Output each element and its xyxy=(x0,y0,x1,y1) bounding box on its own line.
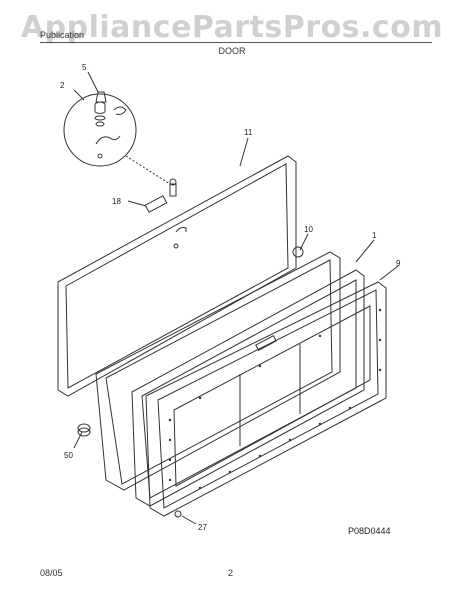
leader-2 xyxy=(73,89,85,101)
leader-9 xyxy=(379,265,399,281)
hinge-cap-part xyxy=(95,91,107,103)
washer-part xyxy=(94,115,106,121)
door-gasket xyxy=(131,269,365,507)
leader-50 xyxy=(73,431,83,449)
leader-11 xyxy=(239,137,249,167)
publication-label: Publication xyxy=(40,30,85,40)
leader-27 xyxy=(181,515,197,525)
footer-date: 08/05 xyxy=(40,568,63,578)
part-10 xyxy=(292,246,304,258)
leader-1 xyxy=(355,239,375,263)
callout-50: 50 xyxy=(64,451,73,460)
door-hinge xyxy=(144,178,187,249)
inner-door-frame xyxy=(145,281,387,517)
detail-circle xyxy=(63,91,171,185)
screw-part xyxy=(97,153,103,159)
clip-part xyxy=(113,106,127,115)
callout-11: 11 xyxy=(244,128,253,137)
page-number: 2 xyxy=(228,568,234,578)
section-title: DOOR xyxy=(218,46,246,56)
callout-18: 18 xyxy=(112,197,121,206)
frame-rivets xyxy=(168,308,382,490)
part-50 xyxy=(77,423,91,437)
washer-part-2 xyxy=(95,121,105,127)
hinge-body-part xyxy=(94,101,106,114)
leader-18 xyxy=(127,200,147,207)
callout-5: 5 xyxy=(82,63,87,72)
spring-part xyxy=(95,135,121,145)
callout-27: 27 xyxy=(198,523,207,532)
callout-2: 2 xyxy=(60,81,65,90)
door-liner xyxy=(95,251,341,491)
leader-5 xyxy=(87,71,99,93)
callout-10: 10 xyxy=(304,225,313,234)
part-27 xyxy=(174,510,182,518)
callout-9: 9 xyxy=(396,259,401,268)
callout-1: 1 xyxy=(372,231,377,240)
drawing-code: P08D0444 xyxy=(348,526,391,536)
outer-door-panel xyxy=(57,155,297,397)
header-rule xyxy=(40,42,432,43)
leader-10 xyxy=(299,233,309,251)
